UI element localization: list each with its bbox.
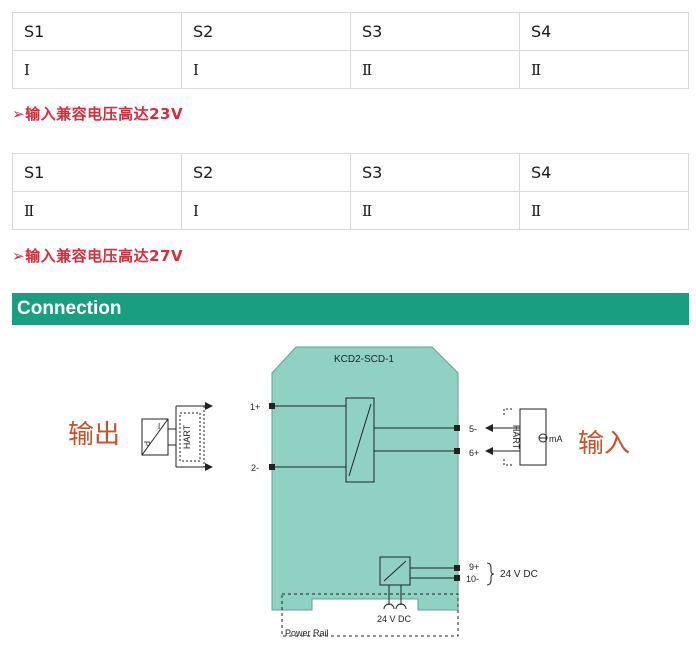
table-cell: Ⅱ [350,191,520,230]
table-cell: S2 [181,12,351,51]
terminal-2-label: 2- [251,463,259,473]
terminal-10-pin [454,575,460,581]
section-title-connection: Connection [12,293,689,325]
power-rail-label: Power Rail [285,628,329,638]
terminal-1-label: 1+ [250,402,260,412]
terminal-1-pin [269,403,275,409]
ma-label: mA [549,434,563,444]
output-hart-label: HART [182,424,192,449]
output-pi-converter [141,418,169,456]
module-body [271,346,459,611]
terminal-6-label: 6+ [469,448,479,458]
table-cell: S4 [519,153,689,192]
table-cell: Ⅰ [181,191,351,230]
p-label: P [142,441,151,446]
terminal-5-label: 5- [469,424,477,434]
supply-voltage-label: 24 V DC [500,569,538,580]
module-model-label: KCD2-SCD-1 [334,354,394,365]
table-cell: S2 [181,153,351,192]
table-header-row: S1 S2 S3 S4 [12,12,689,51]
terminal-9-pin [454,565,460,571]
input-label: 输入 [578,429,630,459]
isolator-block [345,397,375,483]
power-supply-block [379,556,411,586]
table-cell: Ⅱ [519,50,689,89]
terminal-6-pin [454,448,460,454]
table-cell: S1 [12,12,182,51]
table-row: Ⅰ Ⅰ Ⅱ Ⅱ [12,50,689,89]
table-cell: Ⅱ [519,191,689,230]
table-cell: Ⅰ [181,50,351,89]
table-cell: S1 [12,153,182,192]
output-hart-box [179,412,201,462]
table-header-row: S1 S2 S3 S4 [12,153,689,192]
voltage-note-23v: ➢输入兼容电压高达23V [12,105,184,123]
output-label: 输出 [68,420,120,450]
table-row: Ⅱ Ⅰ Ⅱ Ⅱ [12,191,689,230]
switch-table-1: S1 S2 S3 S4 Ⅰ Ⅰ Ⅱ Ⅱ [12,12,689,89]
table-cell: Ⅰ [12,50,182,89]
table-cell: Ⅱ [350,50,520,89]
supply-brace-icon [486,562,495,586]
terminal-2-pin [269,464,275,470]
switch-table-2: S1 S2 S3 S4 Ⅱ Ⅰ Ⅱ Ⅱ [12,153,689,230]
connection-diagram: KCD2-SCD-1 1+ 2- 5- 6+ HART mA P I HART … [68,346,630,638]
bottom-supply-label: 24 V DC [377,614,412,624]
terminal-10-label: 10- [466,574,479,584]
terminal-5-pin [454,425,460,431]
table-cell: S4 [519,12,689,51]
power-rail-outline [281,593,459,637]
table-cell: Ⅱ [12,191,182,230]
table-cell: S3 [350,153,520,192]
i-label: I [158,422,160,431]
input-hart-label: HART [511,425,521,450]
input-transmitter-box [519,408,547,466]
terminal-9-label: 9+ [469,562,479,572]
table-cell: S3 [350,12,520,51]
voltage-note-27v: ➢输入兼容电压高达27V [12,247,184,265]
